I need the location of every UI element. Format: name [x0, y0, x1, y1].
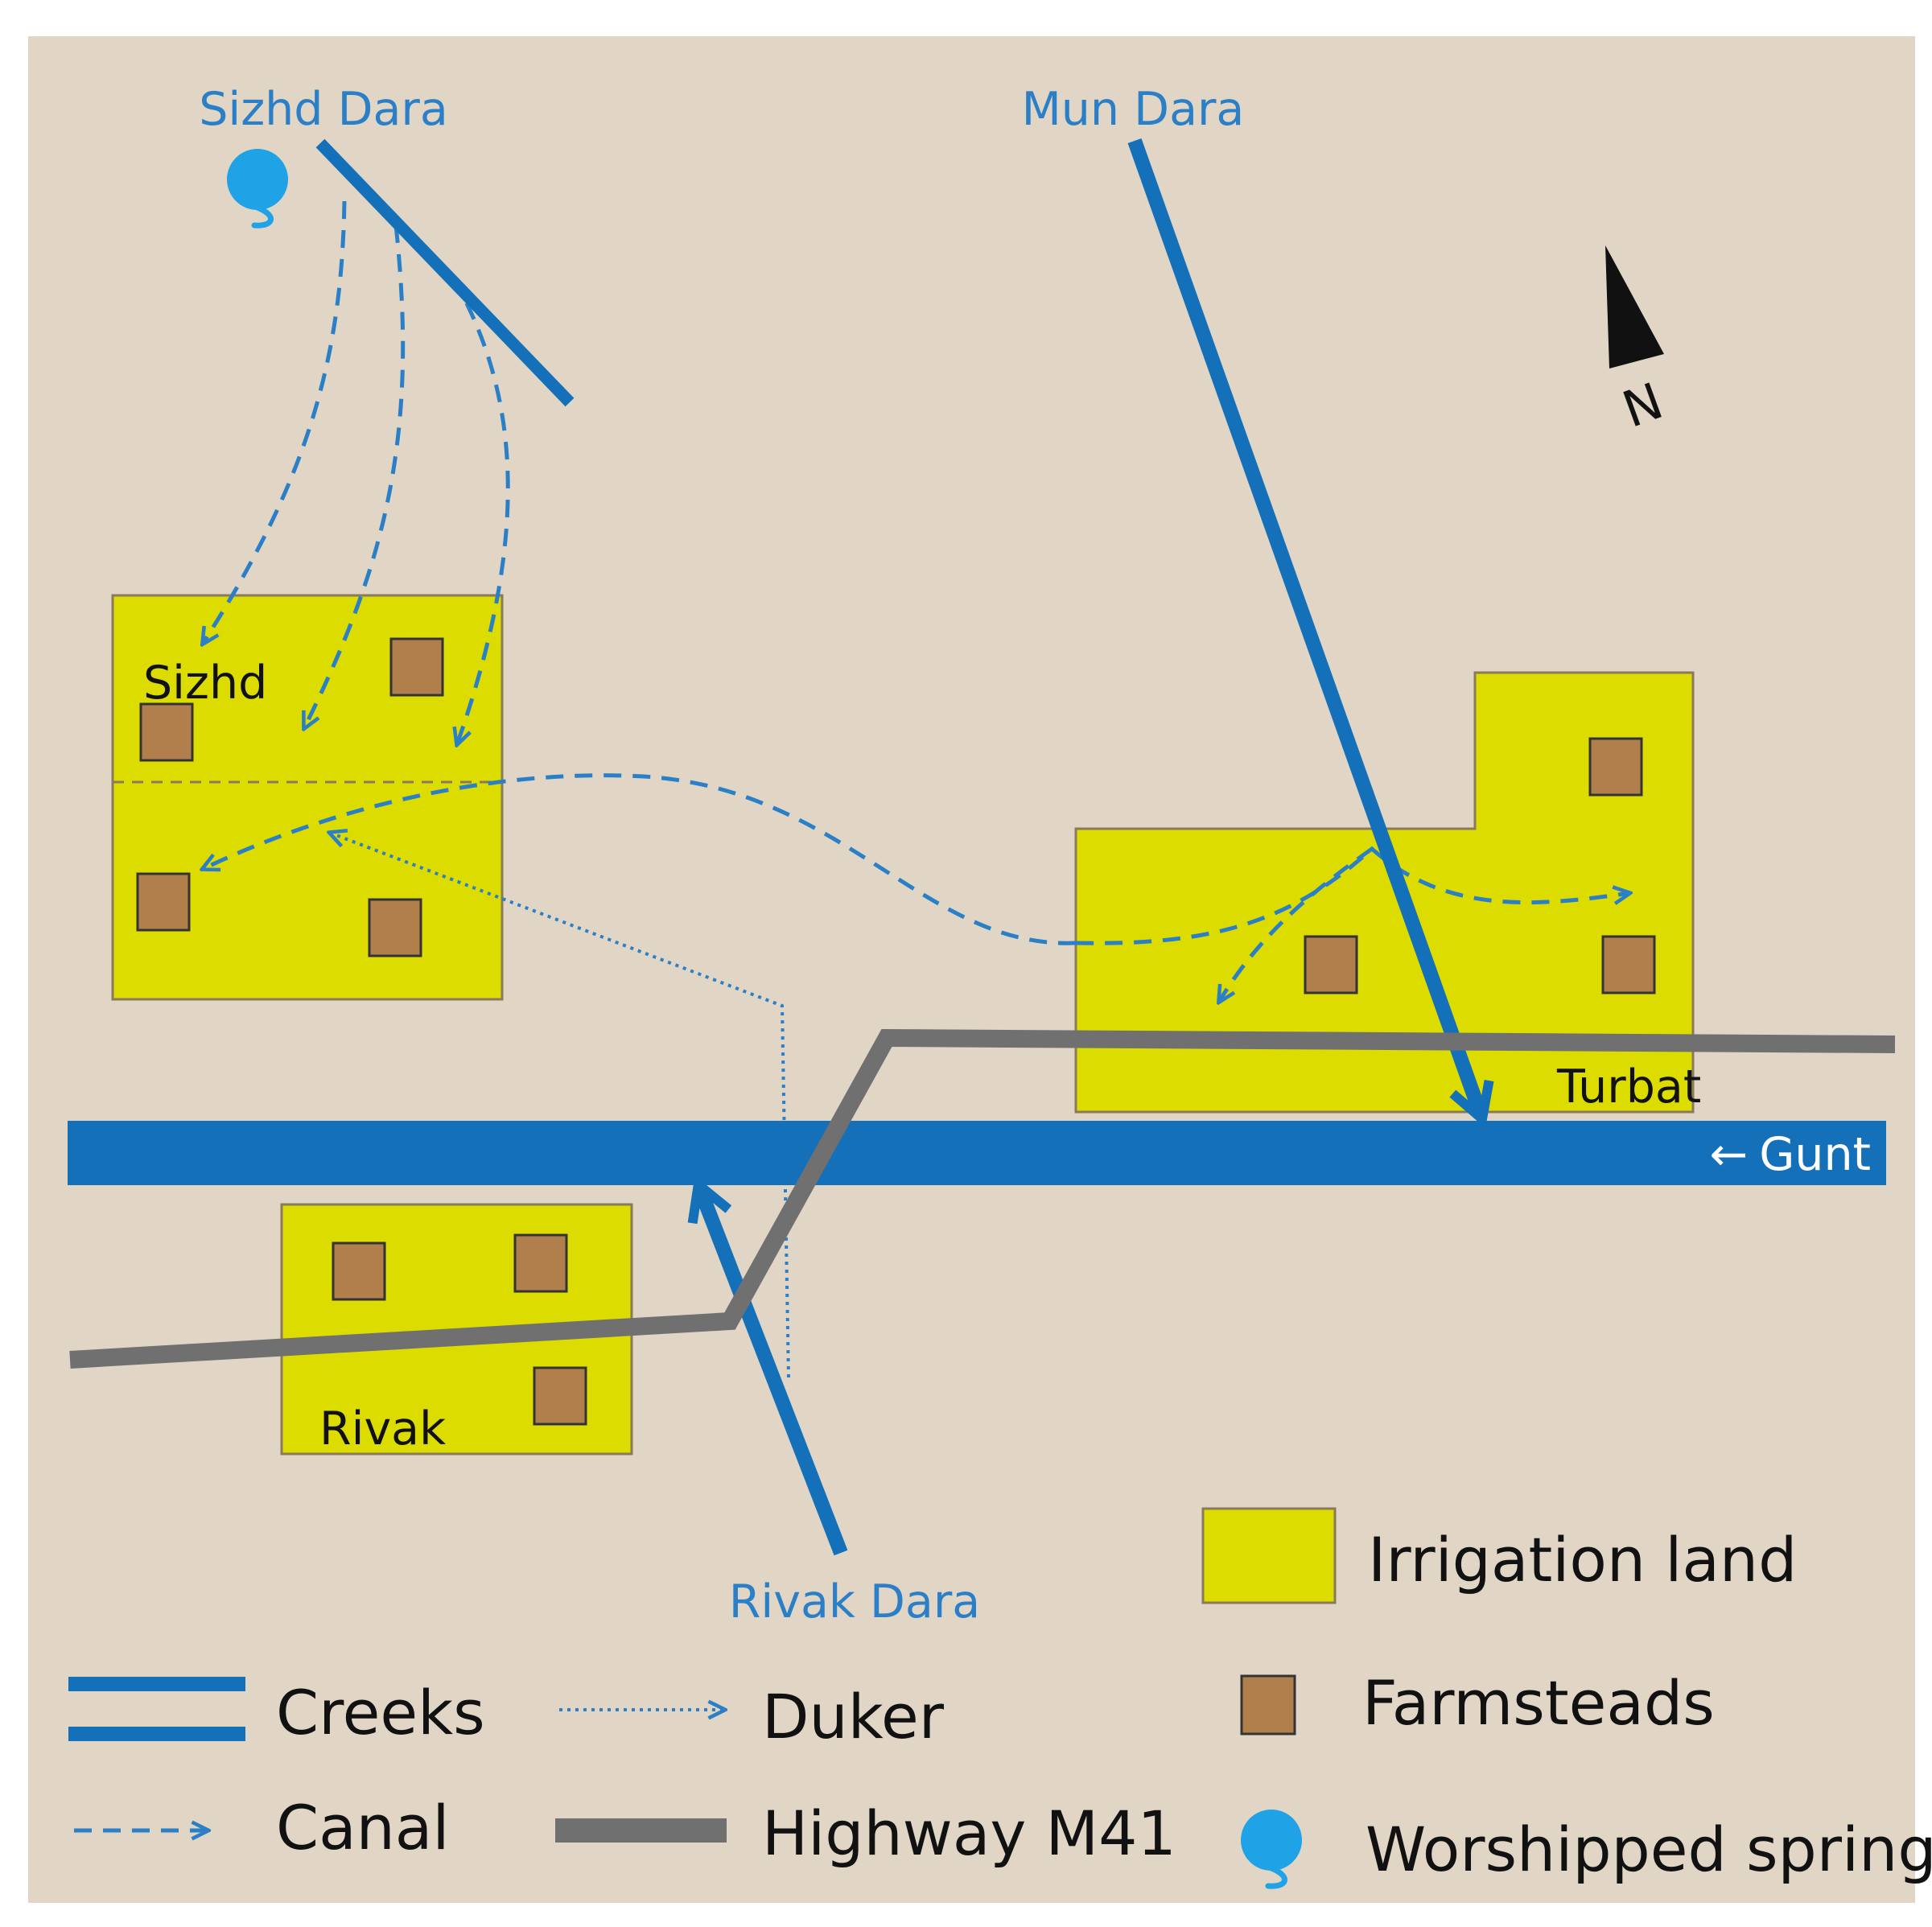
legend-farmsteads-swatch [1240, 1674, 1296, 1736]
river-flow-symbol: ← [1709, 1128, 1748, 1181]
farmstead [139, 702, 194, 762]
label-village-turbat: Turbat [1556, 1060, 1701, 1114]
river-gunt-label: ←Gunt [1709, 1128, 1871, 1181]
north-arrow-icon [1605, 245, 1664, 369]
creek-sizhd-dara [315, 138, 575, 407]
label-mun-dara: Mun Dara [1022, 83, 1245, 136]
legend-duker-label: Duker [762, 1681, 945, 1752]
creek-rivak-dara [700, 1189, 848, 1556]
legend-highway: Highway M41 [555, 1797, 1176, 1869]
creeks-layer [315, 138, 1481, 1556]
farmstead [1304, 935, 1358, 994]
legend-spring-label: Worshipped spring [1366, 1814, 1932, 1885]
farmstead [368, 898, 422, 957]
legend-canal: Canal [74, 1792, 450, 1863]
canal-turbat-south [1219, 846, 1374, 1002]
legend-creeks-label: Creeks [276, 1677, 485, 1748]
legend-farmsteads: Farmsteads [1240, 1667, 1715, 1739]
farmsteads [136, 637, 1656, 1426]
legend-duker: Duker [559, 1681, 945, 1752]
farmstead [1601, 935, 1656, 994]
legend-irrigation-land: Irrigation land [1201, 1507, 1797, 1604]
canals [203, 200, 1629, 1002]
farmstead [513, 1233, 568, 1293]
duker [330, 833, 790, 1378]
label-sizhd-dara: Sizhd Dara [199, 83, 448, 136]
legend-highway-label: Highway M41 [762, 1797, 1176, 1869]
canal-sizhd-1 [203, 200, 347, 644]
farmstead [389, 637, 444, 697]
legend-creeks: Creeks [68, 1677, 485, 1748]
legend-irrigation-land-swatch [1201, 1507, 1337, 1604]
legend: Creeks Canal Duker Highway M41 Irrigatio… [68, 1507, 1932, 1889]
legend-irrigation-land-label: Irrigation land [1368, 1524, 1797, 1596]
label-rivak-dara: Rivak Dara [729, 1575, 980, 1628]
legend-farmsteads-label: Farmsteads [1362, 1667, 1715, 1739]
river-gunt [68, 1121, 1886, 1185]
canal-turbat-to-sizhd [203, 773, 1077, 945]
farmstead [136, 872, 191, 932]
farmstead [332, 1241, 386, 1301]
worshipped-spring-icon [227, 149, 288, 229]
legend-spring: Worshipped spring [1241, 1810, 1932, 1889]
label-village-sizhd: Sizhd [143, 657, 267, 710]
highway-m41 [69, 1028, 1896, 1369]
farmstead [1588, 737, 1643, 797]
label-village-rivak: Rivak [319, 1402, 446, 1456]
legend-spring-icon [1241, 1810, 1302, 1889]
creek-mun-dara [1127, 138, 1481, 1114]
legend-canal-label: Canal [276, 1792, 450, 1863]
canal-sizhd-3 [451, 276, 510, 744]
river-name: Gunt [1759, 1128, 1871, 1181]
canal-sizhd-2 [304, 224, 406, 728]
farmstead [533, 1366, 587, 1426]
